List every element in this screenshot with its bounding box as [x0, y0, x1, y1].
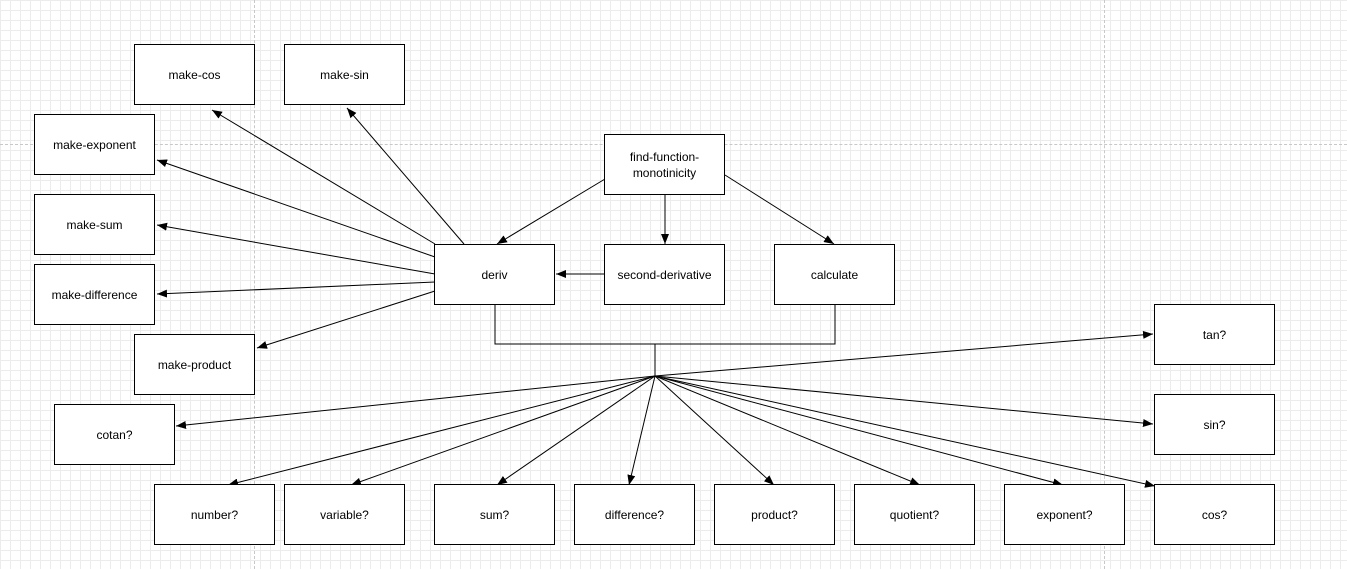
node-make-difference-label: make-difference — [51, 287, 138, 302]
node-calculate-label: calculate — [810, 267, 859, 282]
node-tan[interactable]: tan? — [1154, 304, 1275, 365]
node-cotan[interactable]: cotan? — [54, 404, 175, 465]
node-tan-label: tan? — [1202, 327, 1227, 342]
node-make-exponent-label: make-exponent — [53, 137, 136, 152]
node-deriv-label: deriv — [481, 267, 508, 282]
edge-hub-to-cos — [654, 375, 1156, 488]
node-sum-label: sum? — [479, 507, 510, 522]
edge-find-function-to-deriv — [496, 178, 606, 245]
edge-deriv-to-make-cos — [211, 109, 436, 245]
edge-hub-to-number — [227, 375, 656, 487]
node-variable[interactable]: variable? — [284, 484, 405, 545]
edge-deriv-to-make-sum — [156, 222, 436, 275]
node-sin-label: sin? — [1203, 417, 1226, 432]
edge-hub-to-quotient — [654, 375, 921, 486]
page-break-vertical-right — [1104, 0, 1105, 569]
node-make-cos-label: make-cos — [168, 67, 221, 82]
edge-deriv-to-make-exponent — [156, 159, 436, 258]
edge-deriv-to-make-difference — [156, 281, 436, 298]
node-number[interactable]: number? — [154, 484, 275, 545]
node-make-sin-label: make-sin — [320, 67, 369, 82]
node-second-derivative-label: second-derivative — [617, 267, 712, 282]
node-make-exponent[interactable]: make-exponent — [34, 114, 155, 175]
node-make-sin[interactable]: make-sin — [284, 44, 405, 105]
edge-hub-to-product — [654, 375, 775, 486]
edge-deriv-to-make-sin — [346, 107, 465, 245]
edge-find-function-to-calculate — [724, 174, 835, 245]
edge-hub-to-variable — [350, 375, 656, 486]
node-exponent[interactable]: exponent? — [1004, 484, 1125, 545]
edge-hub-to-tan — [654, 330, 1154, 377]
node-make-product-label: make-product — [157, 357, 232, 372]
edge-hub-to-cotan — [175, 375, 656, 429]
edge-hub-to-exponent — [654, 375, 1064, 487]
node-calculate[interactable]: calculate — [774, 244, 895, 305]
node-sin[interactable]: sin? — [1154, 394, 1275, 455]
node-cos[interactable]: cos? — [1154, 484, 1275, 545]
edge-deriv-to-make-product — [256, 290, 436, 349]
node-make-cos[interactable]: make-cos — [134, 44, 255, 105]
edge-deriv-calculate-merge — [494, 304, 836, 345]
node-quotient[interactable]: quotient? — [854, 484, 975, 545]
node-make-product[interactable]: make-product — [134, 334, 255, 395]
node-make-difference[interactable]: make-difference — [34, 264, 155, 325]
node-difference[interactable]: difference? — [574, 484, 695, 545]
node-make-sum[interactable]: make-sum — [34, 194, 155, 255]
node-find-function-monotinicity[interactable]: find-function-monotinicity — [604, 134, 725, 195]
node-exponent-label: exponent? — [1036, 507, 1093, 522]
node-difference-label: difference? — [604, 507, 665, 522]
page-break-vertical-left — [254, 0, 255, 569]
edge-hub-to-sum — [496, 375, 656, 486]
node-variable-label: variable? — [320, 507, 369, 522]
node-find-function-monotinicity-label: find-function-monotinicity — [629, 149, 700, 180]
node-deriv[interactable]: deriv — [434, 244, 555, 305]
node-quotient-label: quotient? — [889, 507, 940, 522]
node-product-label: product? — [751, 507, 798, 522]
edge-hub-to-sin — [654, 375, 1154, 428]
node-cotan-label: cotan? — [96, 427, 133, 442]
node-cos-label: cos? — [1201, 507, 1228, 522]
node-product[interactable]: product? — [714, 484, 835, 545]
node-sum[interactable]: sum? — [434, 484, 555, 545]
edge-hub-to-difference — [627, 375, 656, 486]
node-make-sum-label: make-sum — [66, 217, 123, 232]
node-second-derivative[interactable]: second-derivative — [604, 244, 725, 305]
node-number-label: number? — [190, 507, 239, 522]
